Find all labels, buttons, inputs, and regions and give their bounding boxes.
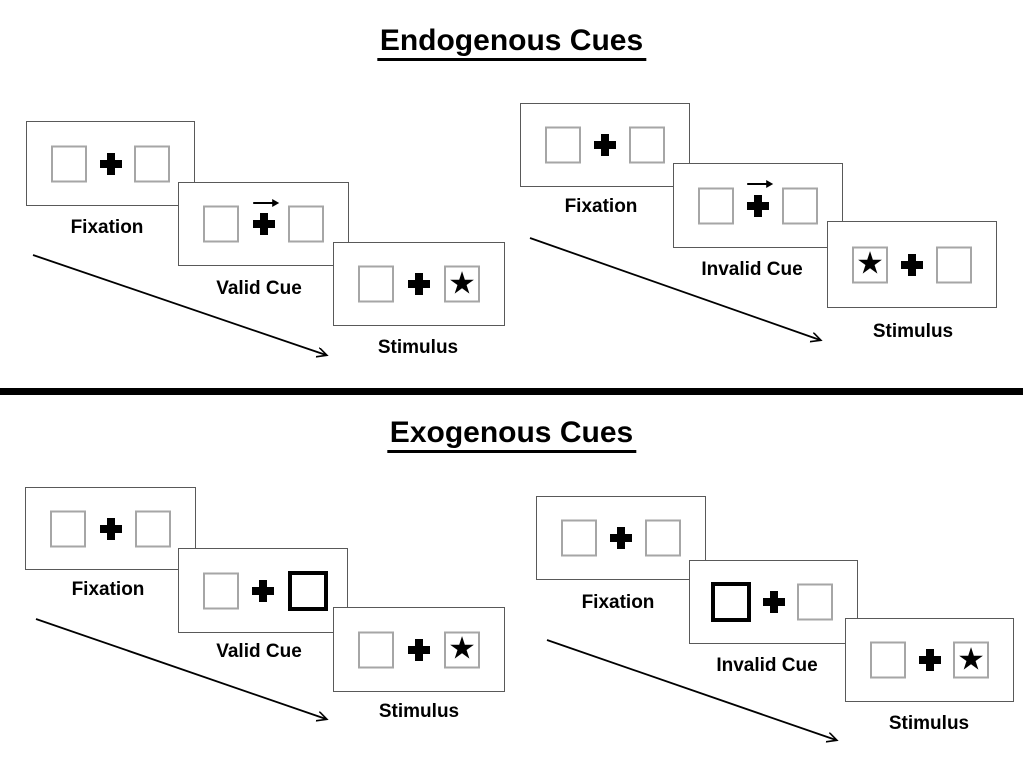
right-box-with-star: ★ [953, 641, 989, 679]
panel-endogenous-valid-stimulus: ★ [333, 242, 505, 326]
left-box-with-star: ★ [852, 246, 888, 283]
left-box [358, 265, 394, 303]
step-label-stimulus: Stimulus [872, 321, 954, 342]
left-box [203, 205, 239, 243]
fixation-cross-icon [408, 273, 430, 295]
panel-exogenous-valid-fixation [25, 487, 196, 570]
step-label-valid-cue: Valid Cue [216, 278, 302, 299]
step-label-fixation: Fixation [70, 217, 144, 238]
right-box [645, 519, 681, 557]
star-stimulus-icon: ★ [448, 630, 476, 666]
fixation-cross-icon [918, 649, 941, 671]
section-divider [0, 388, 1023, 395]
star-stimulus-icon: ★ [957, 641, 985, 676]
fixation-cross-icon [747, 194, 769, 217]
cue-arrow-right-icon [252, 199, 279, 207]
right-box [135, 510, 171, 547]
section-title-endogenous: Endogenous Cues [376, 24, 647, 61]
left-box [50, 510, 86, 547]
step-label-invalid-cue: Invalid Cue [716, 655, 818, 676]
right-box-highlighted-cue [288, 570, 328, 611]
left-box [545, 126, 581, 164]
panel-endogenous-invalid-stimulus: ★ [827, 221, 997, 308]
right-box [134, 145, 170, 182]
panel-exogenous-valid-stimulus: ★ [333, 607, 505, 692]
timeline-arrow-exogenous-invalid [546, 639, 836, 740]
fixation-cross-icon [901, 253, 923, 276]
right-box [797, 583, 833, 621]
right-box [288, 205, 324, 243]
step-label-fixation: Fixation [71, 579, 145, 600]
timeline-arrow-exogenous-valid [35, 618, 326, 719]
panel-exogenous-valid-cue [178, 548, 348, 633]
star-stimulus-icon: ★ [856, 245, 884, 281]
fixation-cross-icon [610, 527, 632, 549]
right-box [936, 246, 972, 283]
left-box [870, 641, 906, 679]
right-box-with-star: ★ [444, 631, 480, 668]
step-label-fixation: Fixation [564, 196, 638, 217]
step-label-invalid-cue: Invalid Cue [701, 259, 803, 280]
left-box [358, 631, 394, 668]
panel-endogenous-valid-cue [178, 182, 349, 266]
fixation-cross-icon [408, 638, 430, 661]
cue-arrow-right-icon [747, 180, 774, 188]
panel-exogenous-invalid-cue [689, 560, 858, 644]
fixation-cross-icon [99, 152, 122, 175]
timeline-arrow-endogenous-invalid [529, 237, 820, 340]
section-title-exogenous: Exogenous Cues [386, 416, 637, 453]
step-label-fixation: Fixation [581, 592, 655, 613]
left-box [203, 572, 239, 609]
left-box [51, 145, 87, 182]
left-box [698, 187, 734, 224]
panel-endogenous-invalid-fixation [520, 103, 690, 187]
step-label-valid-cue: Valid Cue [216, 641, 302, 662]
step-label-stimulus: Stimulus [888, 713, 970, 734]
left-box-highlighted-cue [711, 582, 751, 622]
step-label-stimulus: Stimulus [377, 337, 459, 358]
right-box-with-star: ★ [444, 265, 480, 303]
panel-exogenous-invalid-fixation [536, 496, 706, 580]
panel-endogenous-valid-fixation [26, 121, 195, 206]
panel-endogenous-invalid-cue [673, 163, 843, 248]
fixation-cross-icon [252, 579, 274, 602]
star-stimulus-icon: ★ [448, 265, 476, 300]
timeline-arrow-endogenous-valid [32, 254, 326, 355]
fixation-cross-icon [252, 213, 275, 235]
fixation-cross-icon [99, 517, 122, 540]
panel-exogenous-invalid-stimulus: ★ [845, 618, 1014, 702]
right-box [629, 126, 665, 164]
fixation-cross-icon [594, 134, 616, 156]
fixation-cross-icon [762, 591, 785, 613]
right-box [782, 187, 818, 224]
left-box [561, 519, 597, 557]
step-label-stimulus: Stimulus [378, 701, 460, 722]
